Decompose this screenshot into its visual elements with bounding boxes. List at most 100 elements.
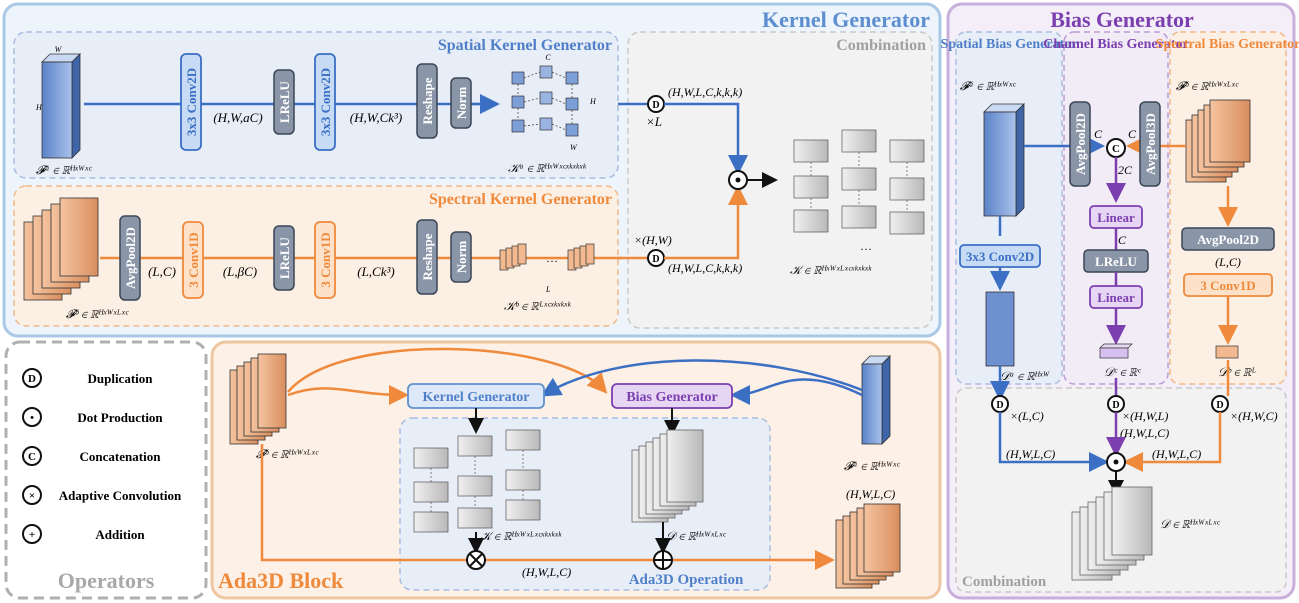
bias-fb-feature [1185,99,1251,183]
spatial-conv2-box: 3x3 Conv2D [314,53,336,151]
spectral-dim1: (L,C) [148,264,176,279]
bias-avgpool3d-box: AvgPool3D [1139,101,1161,187]
svg-text:AvgPool2D: AvgPool2D [123,227,138,289]
bias-lc: (L,C) [1215,255,1241,269]
spectral-lrelu-box: LReLU [273,225,295,291]
ada3d-operation-panel [399,417,771,591]
combined-kernel-cube [793,129,925,235]
ada3d-bias-feature [631,429,704,523]
svg-text:AvgPool3D: AvgPool3D [1143,113,1158,175]
ada3d-out-dim: (H,W,L,C) [846,487,895,501]
svg-text:Reshape: Reshape [420,233,435,280]
spectral-dim3: (L,Ck³) [357,264,394,279]
spatial-dim2: (H,W,Ck³) [350,110,403,125]
bias-dc-shape [1099,343,1133,359]
operator-symbol-1 [22,407,42,427]
bias-dup1-label: ×(L,C) [1010,409,1044,423]
bias-output-feature [1071,486,1153,581]
operator-symbol-3 [22,485,42,505]
dup-top-times: ×L [646,114,662,129]
ada3d-bias-generator-button[interactable]: Bias Generator [611,383,733,409]
operator-symbol-0 [22,368,42,388]
kernel-generator-title: Kernel Generator [762,7,930,32]
bias-dup2-label: ×(H,W,L) [1122,409,1168,423]
dup-bottom-times: ×(H,W) [634,233,672,247]
svg-text:C: C [1112,143,1120,155]
svg-text:Kernel Generator: Kernel Generator [423,390,530,405]
svg-text:AvgPool2D: AvgPool2D [1197,232,1259,247]
spectral-kernel-title: Spectral Kernel Generator [429,191,612,208]
operator-symbol-4 [22,524,42,544]
spectral-kernel-shape [499,243,595,271]
svg-text:H: H [35,103,43,112]
operator-label-3: Adaptive Convolution [59,488,182,503]
spectral-input-feature [23,197,99,301]
bias-da-feature [985,291,1015,367]
operator-glyph-1: • [30,412,34,424]
spatial-bias-title: Spatial Bias Generator [941,37,1078,52]
svg-text:H: H [589,97,597,106]
operator-label-1: Dot Production [77,410,163,425]
spectral-conv2-box: 3 Conv1D [314,221,336,299]
bias-hwlc3: (H,W,L,C) [1152,447,1201,461]
spatial-kernel-label: 𝒦ᵃ ∈ ℝᴴˣᵂˣᶜˣᵏˣᵏˣᵏ [508,161,586,175]
ada3d-fb-feature [229,353,287,445]
svg-text:AvgPool2D: AvgPool2D [1073,113,1088,175]
spectral-input-label: 𝓕ᵇ ∈ ℝᴴˣᵂˣᴸˣᶜ [66,307,129,321]
spectral-reshape-box: Reshape [416,219,438,295]
svg-text:Reshape: Reshape [420,77,435,124]
svg-text:D: D [652,254,659,265]
bias-generator-title: Bias Generator [1050,7,1194,32]
ada3d-k-label: 𝒦 ∈ ℝᴴˣᵂˣᴸˣᶜˣᵏˣᵏˣᵏ [480,529,562,543]
operators-panel [4,340,208,600]
svg-text:Linear: Linear [1097,290,1135,305]
spectral-bias-title: Spectral Bias Generator [1156,37,1299,52]
operator-label-0: Duplication [87,371,153,386]
bias-output-label: 𝒟 ∈ ℝᴴˣᵂˣᴸˣᶜ [1160,517,1220,531]
ada3d-kernel-generator-button[interactable]: Kernel Generator [407,383,545,409]
ada3d-fa-feature [861,355,891,445]
spectral-kernel-label: 𝒦ᵇ ∈ ℝᴸˣᶜˣᵏˣᵏˣᵏ [504,299,571,313]
bias-c-mid: C [1118,233,1127,247]
spatial-reshape-box: Reshape [416,63,438,139]
ada3d-d-label: 𝒟 ∈ ℝᴴˣᵂˣᴸˣᶜ [666,529,726,543]
operator-label-2: Concatenation [80,449,162,464]
spectral-dim2: (L,βC) [223,264,257,279]
svg-text:3 Conv1D: 3 Conv1D [318,232,333,287]
svg-text:W: W [55,45,63,54]
svg-text:Linear: Linear [1097,210,1135,225]
spatial-kernel-title: Spatial Kernel Generator [438,37,612,54]
bias-db-label: 𝒟ᵇ ∈ ℝᴸ [1218,365,1256,379]
ada3d-fa-label: 𝓕ᵃ ∈ ℝᴴˣᵂˣᶜ [844,459,900,473]
ada3d-output-feature [835,503,901,589]
svg-text:3x3 Conv2D: 3x3 Conv2D [184,68,199,136]
operator-glyph-3: × [29,490,35,502]
operators-title: Operators [58,568,155,593]
svg-text:3x3 Conv2D: 3x3 Conv2D [318,68,333,136]
svg-text:3x3 Conv2D: 3x3 Conv2D [966,249,1034,264]
bias-avgpool2d-spectral-box: AvgPool2D [1181,227,1275,251]
svg-text:W: W [570,143,578,152]
spatial-dim1: (H,W,aC) [213,110,262,125]
ada3d-fb-label: 𝓕ᵇ ∈ ℝᴴˣᵂˣᴸˣᶜ [256,447,319,461]
bias-avgpool2d-box: AvgPool2D [1069,101,1091,187]
ada3d-title: Ada3D Block [218,568,344,593]
bias-dc-label: 𝒟ᶜ ∈ ℝᶜ [1104,365,1141,379]
bias-fa-feature [983,103,1025,217]
svg-text:3 Conv1D: 3 Conv1D [186,232,201,287]
svg-text:L: L [545,285,551,294]
bias-da-label: 𝒟ᵃ ∈ ℝᴴˣᵂ [1000,369,1051,383]
spatial-lrelu-box: LReLU [273,69,295,135]
bias-combination-title: Combination [962,574,1047,590]
svg-text:…: … [546,251,558,265]
spatial-input-feature [41,53,81,159]
channel-bias-title: Channel Bias Generator [1043,37,1188,52]
svg-text:LReLU: LReLU [277,236,292,279]
bias-lrelu-box: LReLU [1083,249,1149,273]
operator-symbol-2 [22,446,42,466]
bias-dup3-label: ×(H,W,C) [1230,409,1278,423]
svg-text:…: … [860,239,872,253]
bias-hwlc2: (H,W,L,C) [1120,426,1169,440]
